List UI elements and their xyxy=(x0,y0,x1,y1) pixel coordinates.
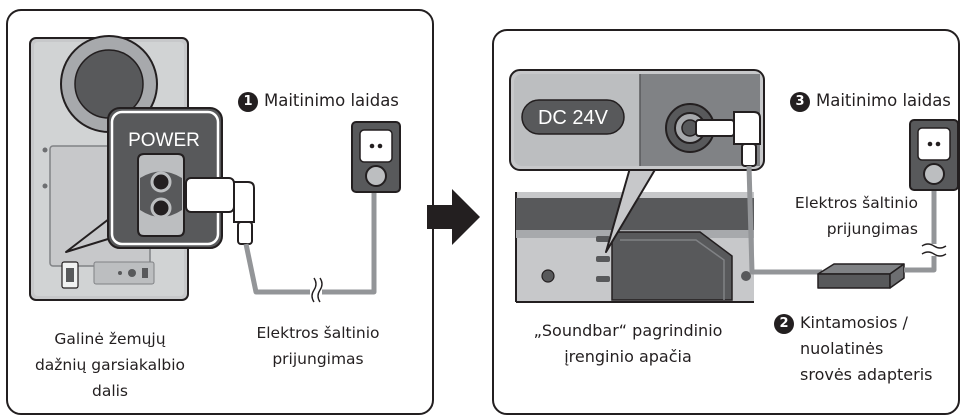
step-2-badge: 2 xyxy=(774,314,794,334)
left-cord-label: 1 Maitinimo laidas xyxy=(238,88,399,114)
adapter-line-1: Kintamosios / xyxy=(800,313,908,332)
step-3-badge: 3 xyxy=(790,92,810,112)
subwoofer-part-label: Galinė žemųjų dažnių garsiakalbio dalis xyxy=(10,326,210,404)
adapter-line-2: nuolatinės xyxy=(800,339,884,358)
left-cable-break xyxy=(311,277,323,303)
dc-cable xyxy=(746,165,822,275)
left-outlet-line-2: prijungimas xyxy=(272,350,364,368)
right-outlet-label: Elektros šaltinio prijungimas xyxy=(758,190,918,242)
right-arrow-icon xyxy=(427,189,480,245)
adapter-line-3: srovės adapteris xyxy=(800,365,933,384)
left-outlet-line-1: Elektros šaltinio xyxy=(256,324,380,342)
power-port-icon xyxy=(137,153,185,237)
soundbar-bottom xyxy=(515,192,754,303)
subwoofer-label-line-3: dalis xyxy=(91,382,129,400)
right-wall-outlet-icon xyxy=(909,119,959,191)
adapter-label: 2 Kintamosios / nuolatinės srovės adapter… xyxy=(774,310,932,388)
right-cord-label: 3 Maitinimo laidas xyxy=(790,88,951,114)
dc-zoom-callout: DC 24V xyxy=(509,69,765,171)
left-cord-text: Maitinimo laidas xyxy=(264,91,399,110)
step-1-badge: 1 xyxy=(238,92,258,112)
soundbar-part-label: „Soundbar“ pagrindinio įrenginio apačia xyxy=(508,318,748,370)
subwoofer-label-line-2: dažnių garsiakalbio xyxy=(34,356,186,374)
dc-plug-icon xyxy=(695,111,761,167)
soundbar-label-line-1: „Soundbar“ pagrindinio xyxy=(533,321,723,340)
ac-dc-adapter-icon xyxy=(817,263,905,289)
wall-outlet-icon xyxy=(351,121,401,193)
right-cable-break xyxy=(921,243,947,257)
subwoofer-label-line-1: Galinė žemųjų xyxy=(54,330,166,348)
right-outlet-line-2: prijungimas xyxy=(826,220,918,238)
power-plug-icon xyxy=(185,177,255,245)
left-power-cable xyxy=(243,190,377,295)
left-outlet-label: Elektros šaltinio prijungimas xyxy=(248,320,388,372)
soundbar-label-line-2: įrenginio apačia xyxy=(564,347,692,366)
right-cord-text: Maitinimo laidas xyxy=(816,91,951,110)
dc-label: DC 24V xyxy=(538,107,609,129)
power-label: POWER xyxy=(128,130,200,151)
ac-cable xyxy=(904,188,937,273)
right-outlet-line-1: Elektros šaltinio xyxy=(794,194,918,212)
